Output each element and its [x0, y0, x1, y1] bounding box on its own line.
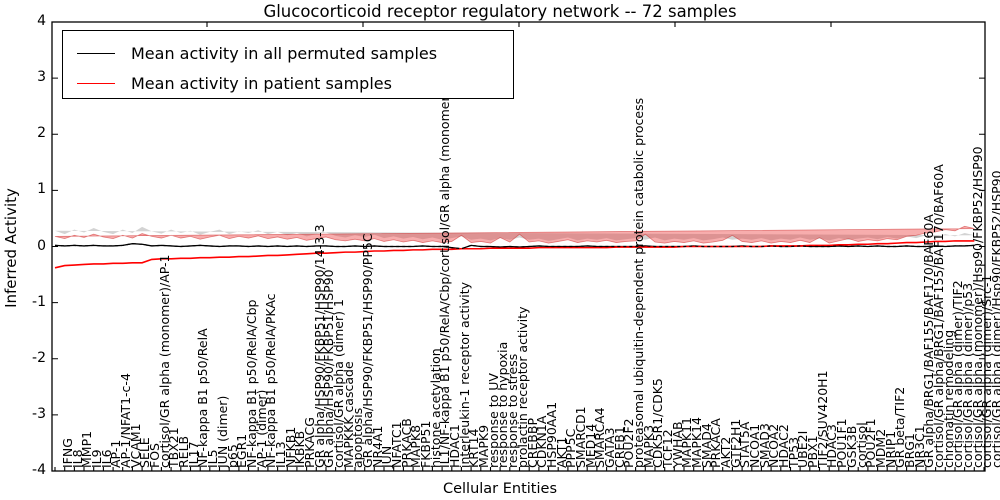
legend-line-permuted-icon	[77, 52, 115, 54]
x-tick-label: NF-kappa B1 p50/RelA	[195, 328, 211, 468]
y-tick-label: 2	[37, 125, 46, 142]
y-tick-label: 1	[37, 181, 46, 198]
y-tick-label: 3	[37, 69, 46, 86]
x-axis-label: Cellular Entities	[442, 481, 558, 497]
chart-title: Glucocorticoid receptor regulatory netwo…	[263, 2, 737, 21]
y-tick-label: -4	[32, 462, 46, 478]
x-tick-label: IL1/NF-kappa B1 p50/RelA/Cbp/cortisol/GR…	[437, 79, 453, 468]
y-tick-label: -1	[32, 293, 46, 310]
legend-label-permuted: Mean activity in all permuted samples	[131, 43, 438, 63]
legend-box: Mean activity in all permuted samples Me…	[62, 30, 514, 99]
legend-entry-patient: Mean activity in patient samples	[63, 68, 392, 98]
x-tick-label: proteasomal ubiquitin-dependent protein …	[630, 97, 646, 468]
x-tick-label: cortisol/GR alpha (dimer)/Hsp90/FKBP52/H…	[989, 170, 1000, 468]
y-tick-label: -2	[32, 349, 46, 366]
y-tick-label: 4	[37, 13, 46, 29]
y-tick-label: -3	[32, 405, 46, 422]
legend-label-patient: Mean activity in patient samples	[131, 73, 392, 93]
legend-line-patient-icon	[77, 82, 115, 84]
legend-entry-permuted: Mean activity in all permuted samples	[63, 38, 437, 68]
y-tick-label: 0	[37, 237, 46, 254]
